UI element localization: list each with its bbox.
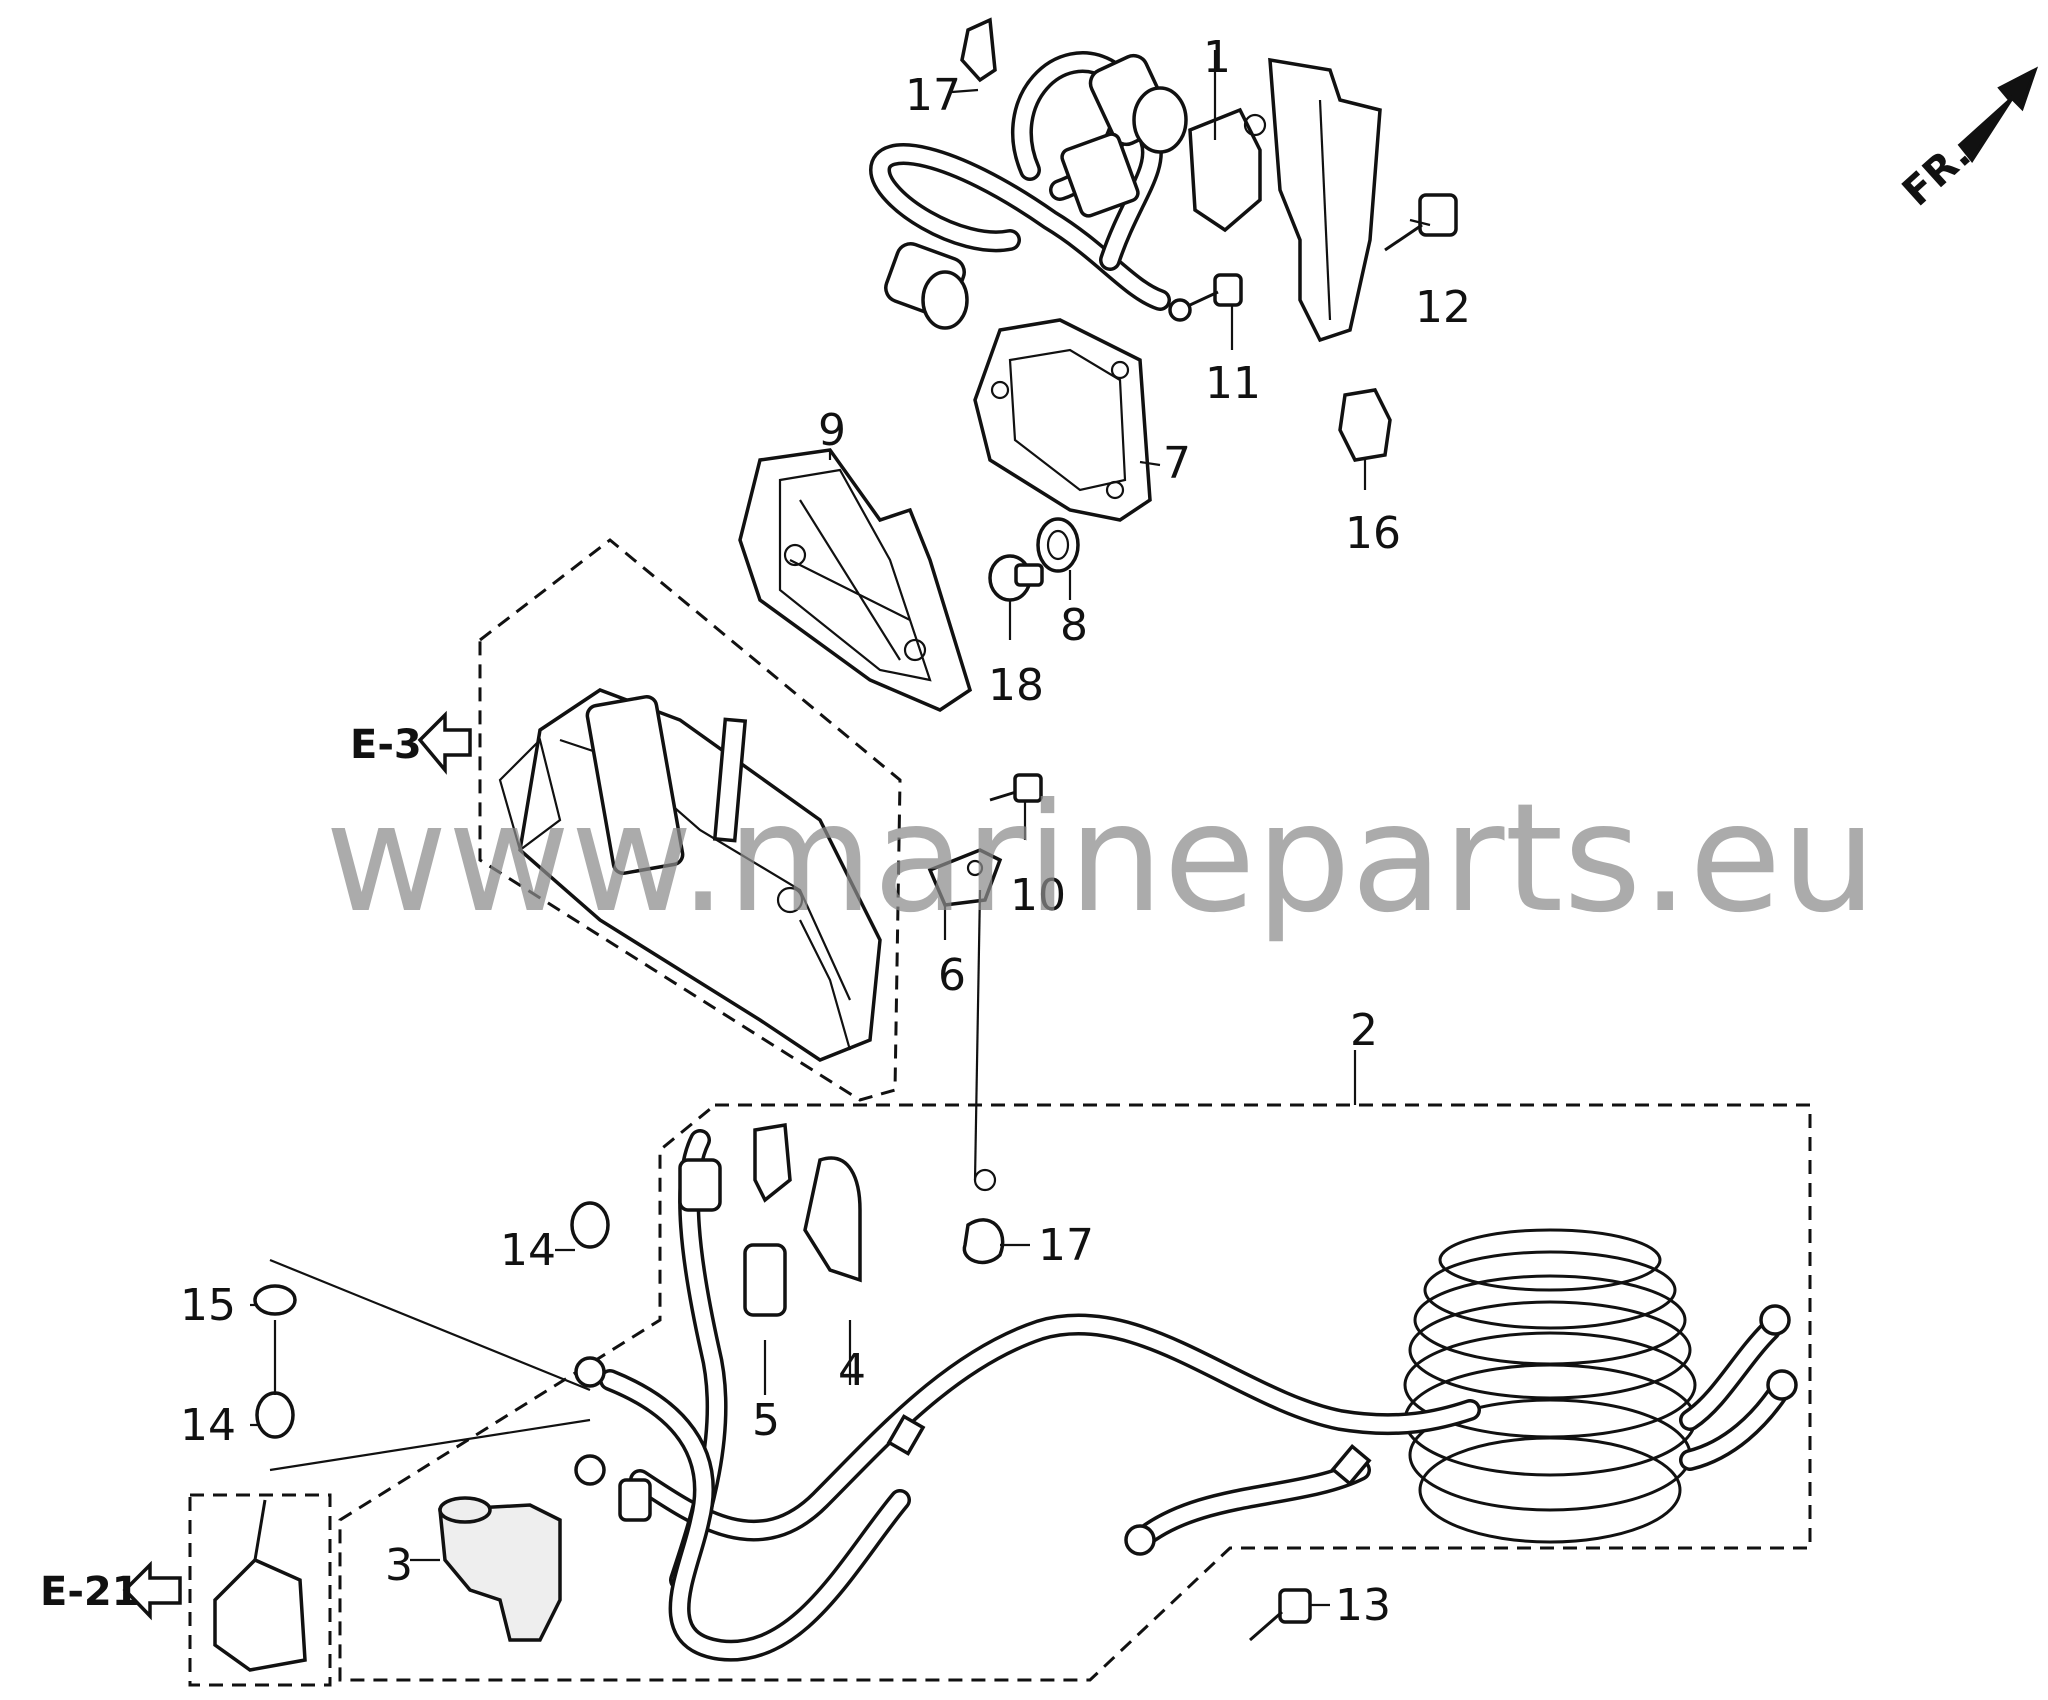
part-number-10: 10 [1010,870,1066,921]
part-number-14-upper: 14 [500,1225,556,1276]
part-number-14-lower: 14 [180,1400,236,1451]
bolt-13 [1249,1588,1312,1642]
part-number-5: 5 [752,1395,780,1446]
sensor-3 [438,1496,562,1642]
part-number-6: 6 [938,950,966,1001]
watermark: www.marineparts.eu [325,772,1877,946]
part-number-15: 15 [180,1280,236,1331]
part-number-7: 7 [1163,438,1191,489]
grommets [253,1201,610,1439]
part-number-11: 11 [1205,358,1261,409]
part-number-18: 18 [988,660,1044,711]
reference-e3: E-3 [350,722,422,768]
main-harness-2 [338,1103,1812,1682]
sensor-harness-assembly [868,51,1382,343]
front-direction-arrow: FR. [1894,66,2039,215]
reference-arrow-e21: E-21 [40,1560,182,1621]
part-number-12: 12 [1415,282,1471,333]
part-number-4: 4 [838,1345,866,1396]
throttle-body-assembly [478,538,902,1102]
part-labels: 1 2 3 4 5 6 7 8 9 10 11 12 13 14 15 14 1… [180,32,1471,1631]
part-number-8: 8 [1060,600,1088,651]
part-number-2: 2 [1350,1005,1378,1056]
gasket-9 [738,448,973,712]
cover-plate-7 [973,318,1152,522]
part-number-16: 16 [1345,508,1401,559]
part-number-1: 1 [1203,32,1231,83]
reference-arrow-e3: E-3 [350,710,472,775]
part-number-17-lower: 17 [1038,1220,1094,1271]
part-number-13: 13 [1335,1580,1391,1631]
part-number-3: 3 [385,1540,413,1591]
small-fasteners [927,17,1458,1265]
part-number-9: 9 [818,405,846,456]
part-number-17-upper: 17 [905,70,961,121]
reference-e21: E-21 [40,1569,140,1615]
leader-lines [250,50,1431,1607]
harness-coil [1403,1228,1697,1544]
sender-unit-box [188,1493,332,1687]
